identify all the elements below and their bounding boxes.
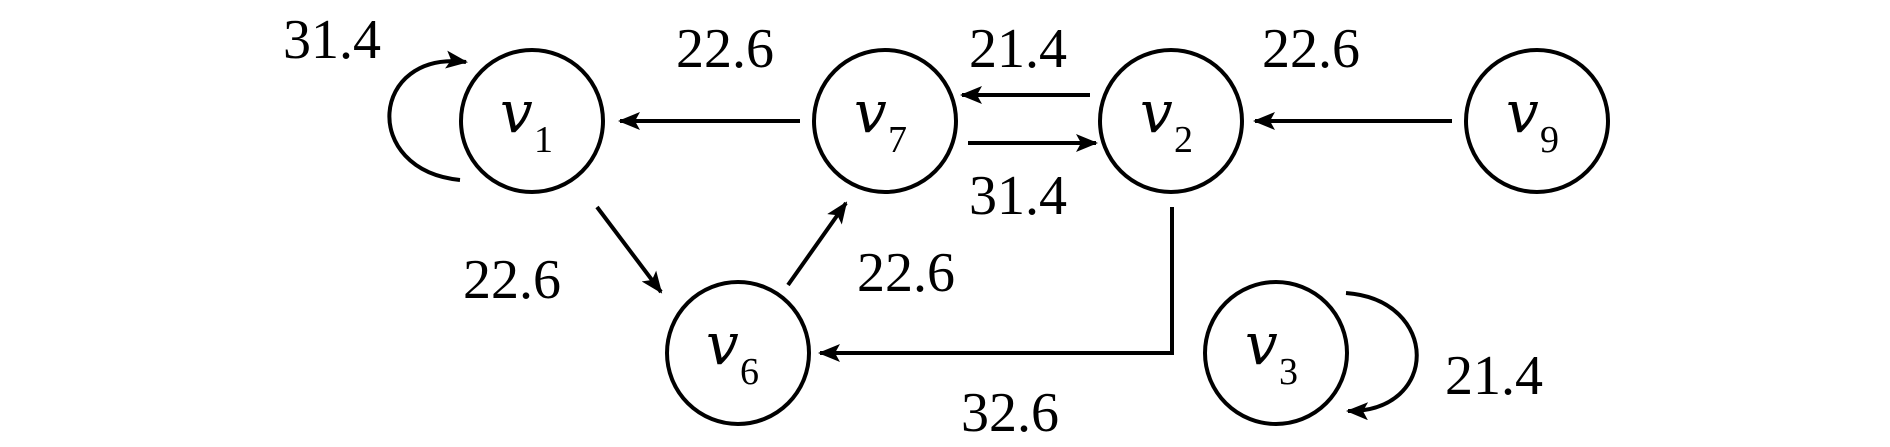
edge-v6-to-v7 — [786, 201, 848, 287]
weight-v6-to-v7: 22.6 — [857, 242, 955, 304]
node-v1-symbol: v — [500, 78, 533, 146]
edge-v1-self-loop — [387, 50, 468, 182]
node-v9-index: 9 — [1540, 119, 1559, 161]
node-v1-index: 1 — [534, 119, 553, 161]
node-v6-symbol: v — [706, 310, 739, 378]
node-v1: v 1 — [459, 48, 605, 194]
node-v2: v 2 — [1098, 48, 1244, 194]
node-v2-index: 2 — [1174, 119, 1193, 161]
node-v9-symbol: v — [1506, 78, 1539, 146]
node-v3-index: 3 — [1279, 351, 1298, 393]
weight-v2-to-v6: 32.6 — [961, 382, 1059, 444]
node-v6: v 6 — [665, 280, 811, 426]
node-v3: v 3 — [1203, 280, 1349, 426]
node-v2-symbol: v — [1140, 78, 1173, 146]
edge-v3-self-loop — [1345, 291, 1419, 421]
weight-v9-to-v2: 22.6 — [1262, 18, 1360, 80]
edge-v1-to-v6 — [595, 205, 663, 294]
weight-v1-to-v6: 22.6 — [463, 249, 561, 311]
weight-v3-self-loop: 21.4 — [1445, 345, 1543, 407]
node-v7-index: 7 — [888, 119, 907, 161]
weight-v1-self-loop: 31.4 — [283, 9, 381, 71]
weight-v7-to-v2: 31.4 — [969, 165, 1067, 227]
node-v7: v 7 — [812, 48, 958, 194]
node-v6-index: 6 — [740, 351, 759, 393]
weight-v7-to-v1: 22.6 — [676, 18, 774, 80]
node-v7-symbol: v — [854, 78, 887, 146]
node-v3-symbol: v — [1245, 310, 1278, 378]
weight-v2-to-v7: 21.4 — [969, 18, 1067, 80]
edge-v2-to-v6 — [818, 207, 1174, 362]
node-v9: v 9 — [1464, 48, 1610, 194]
